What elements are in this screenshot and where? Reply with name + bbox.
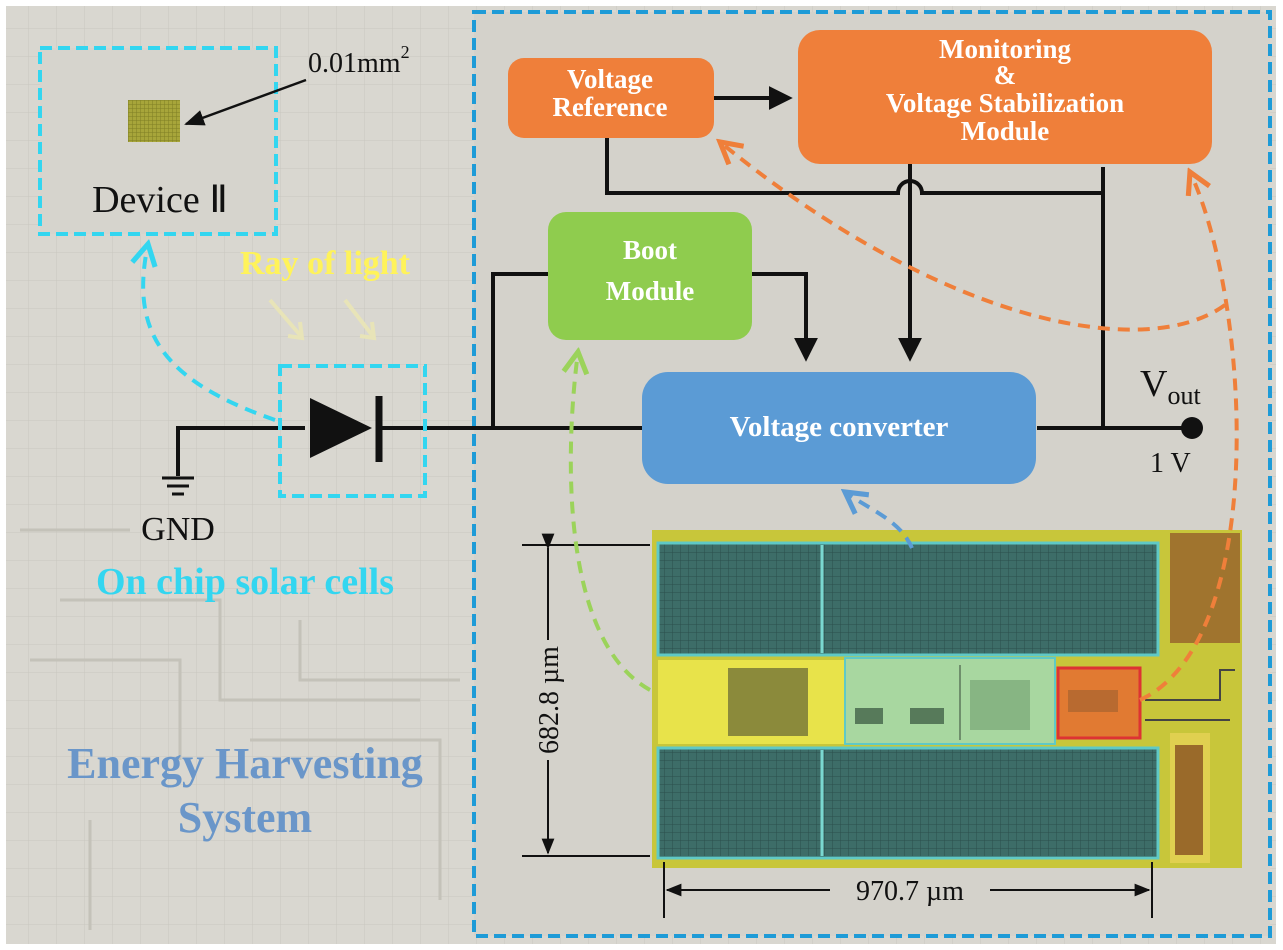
boot-module-layout bbox=[728, 668, 808, 736]
voltage-reference-box bbox=[508, 58, 714, 138]
circuit-wiring bbox=[176, 86, 1190, 476]
boot-module-box bbox=[548, 212, 752, 340]
dim-height-label: 682.8 µm bbox=[534, 646, 565, 754]
boot-module-line1: Boot bbox=[623, 235, 677, 265]
voltage-converter-box bbox=[642, 372, 1036, 484]
chip-pad-bottom-inner bbox=[1175, 745, 1203, 855]
converter-block-1 bbox=[855, 708, 883, 724]
monitoring-line4: Module bbox=[961, 116, 1050, 146]
gnd-wire bbox=[176, 426, 305, 476]
vout-value: 1 V bbox=[1150, 448, 1191, 479]
gnd-label: GND bbox=[141, 511, 215, 548]
width-dimension: 970.7 µm bbox=[663, 862, 1153, 918]
blue-mapping-to-converter bbox=[845, 492, 914, 549]
device-ii-label: Device Ⅱ bbox=[92, 179, 228, 221]
chip-micrograph bbox=[652, 530, 1242, 868]
solar-cells-label: On chip solar cells bbox=[96, 561, 394, 603]
voltage-reference-line1: Voltage bbox=[567, 64, 653, 94]
diode-dashed-frame bbox=[278, 364, 427, 498]
device-ii-chip bbox=[128, 100, 180, 142]
ehs-title-line2: System bbox=[178, 793, 312, 842]
solar-cell-array-top bbox=[656, 541, 1160, 657]
device-ii-group: 0.01mm2 Device Ⅱ bbox=[38, 42, 410, 236]
orange-mapping-to-vref bbox=[720, 142, 1227, 332]
voltage-converter-label: Voltage converter bbox=[730, 411, 949, 443]
monitoring-line3: Voltage Stabilization bbox=[886, 88, 1124, 118]
voltage-converter-block: Voltage converter bbox=[642, 372, 1036, 484]
monitoring-block: Monitoring & Voltage Stabilization Modul… bbox=[798, 30, 1212, 164]
ground-symbol bbox=[162, 476, 194, 496]
voltage-reference-line2: Reference bbox=[553, 92, 668, 122]
converter-block-3 bbox=[970, 680, 1030, 730]
boot-module-block: Boot Module bbox=[548, 212, 752, 340]
boot-module-line2: Module bbox=[606, 276, 695, 306]
vout-label: Vout bbox=[1140, 363, 1201, 410]
green-mapping-to-boot bbox=[571, 352, 651, 692]
monitoring-layout bbox=[1068, 690, 1118, 712]
monitoring-line1: Monitoring bbox=[939, 34, 1071, 64]
solar-diode bbox=[278, 364, 427, 498]
orange-mapping-to-monitor bbox=[1139, 172, 1239, 702]
cyan-mapping-to-device bbox=[143, 244, 276, 422]
vout-terminal bbox=[1181, 417, 1203, 439]
dim-width-label: 970.7 µm bbox=[856, 876, 964, 907]
boot-to-converter-wire bbox=[752, 272, 818, 362]
height-dimension: 682.8 µm bbox=[522, 533, 650, 857]
converter-block-2 bbox=[910, 708, 944, 724]
solar-cell-array-bottom bbox=[656, 746, 1160, 860]
area-pointer-arrow bbox=[184, 78, 307, 126]
area-label: 0.01mm2 bbox=[308, 42, 410, 79]
ehs-title-line1: Energy Harvesting bbox=[67, 739, 423, 788]
light-rays bbox=[268, 298, 377, 341]
diode-triangle bbox=[310, 398, 372, 458]
ray-of-light-label: Ray of light bbox=[240, 245, 411, 282]
mapping-arrows bbox=[143, 142, 1239, 702]
monitoring-box bbox=[798, 30, 1212, 164]
boot-input-wire bbox=[491, 272, 548, 428]
voltage-reference-block: Voltage Reference bbox=[508, 58, 714, 138]
chip-wire-1 bbox=[1145, 669, 1235, 701]
monitoring-line2: & bbox=[994, 60, 1017, 90]
